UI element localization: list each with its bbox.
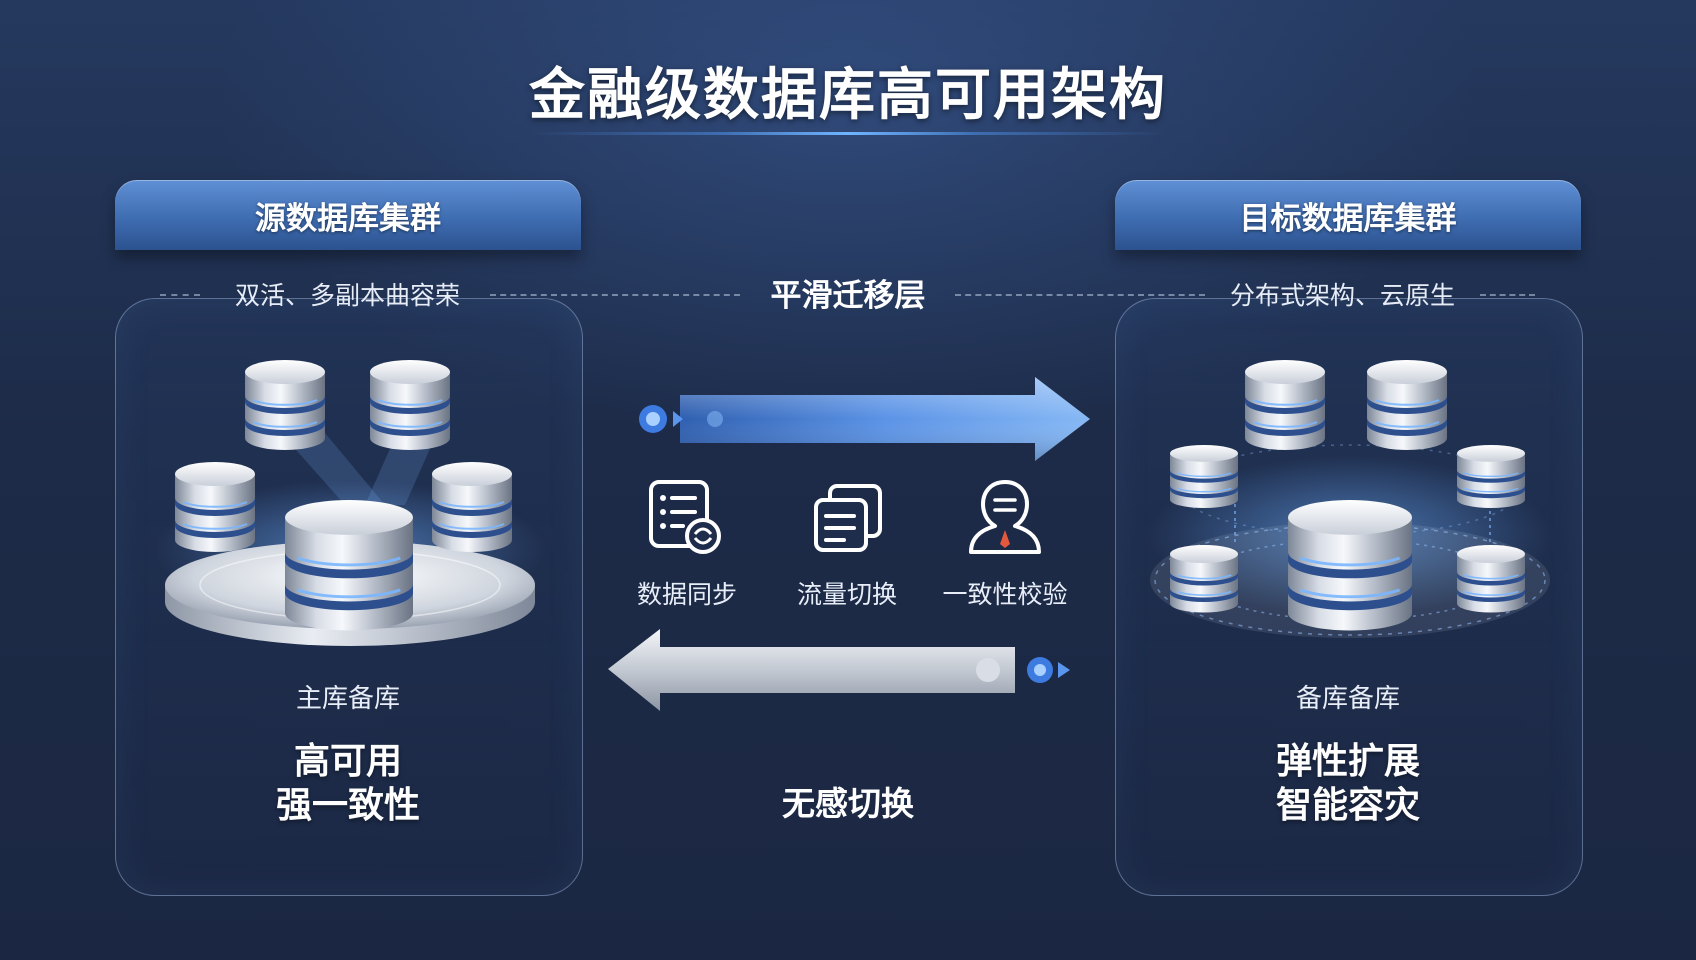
target-feature-2: 智能容灾 (1275, 785, 1420, 826)
stacked-docs-icon (814, 484, 882, 552)
migration-layer-title: 平滑迁移层 (770, 278, 926, 314)
rollback-arrow (608, 629, 1070, 711)
step-label-data-sync: 数据同步 (636, 580, 737, 609)
title-underline (530, 132, 1166, 135)
dashed-line (160, 294, 200, 296)
source-database-cluster-illustration (155, 359, 545, 646)
dashed-line (955, 294, 1205, 296)
page-title: 金融级数据库高可用架构 (529, 63, 1167, 128)
dashed-line (490, 294, 740, 296)
auditor-icon (969, 480, 1041, 554)
step-label-consistency-check: 一致性校验 (942, 580, 1068, 609)
target-cluster-header: 目标数据库集群 (1115, 180, 1581, 250)
target-cluster-caption: 备库备库 (1295, 684, 1400, 714)
seamless-switch-label: 无感切换 (782, 784, 914, 823)
source-cluster-subtitle: 双活、多副本曲容荣 (234, 281, 460, 310)
document-sync-icon (649, 480, 721, 554)
step-label-traffic-switch: 流量切换 (796, 580, 897, 609)
forward-migration-arrow (639, 377, 1090, 461)
source-cluster-caption: 主库备库 (295, 684, 400, 714)
target-database-cluster-illustration (1150, 359, 1550, 638)
target-cluster-subtitle: 分布式架构、云原生 (1229, 281, 1455, 310)
dashed-line (1480, 294, 1535, 296)
target-feature-1: 弹性扩展 (1275, 741, 1420, 782)
source-feature-2: 强一致性 (275, 785, 420, 826)
source-feature-1: 高可用 (293, 741, 402, 782)
source-cluster-header: 源数据库集群 (115, 180, 581, 250)
